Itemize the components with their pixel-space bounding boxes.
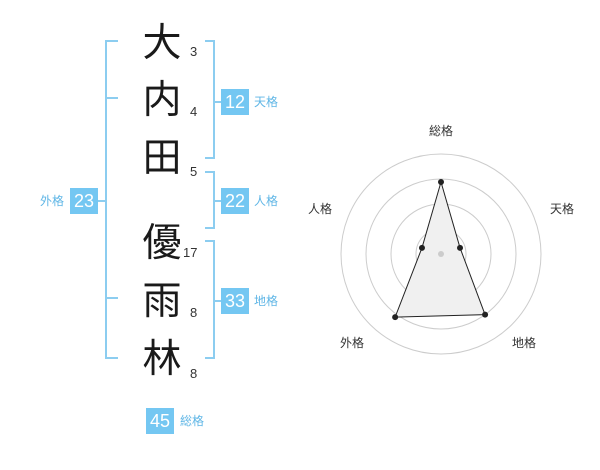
gaikaku-value: 23 (70, 188, 98, 214)
stroke-count-6: 8 (190, 366, 198, 381)
radar-point-1 (438, 179, 444, 185)
stroke-count-4: 17 (183, 245, 198, 260)
radar-points (392, 179, 489, 321)
tenkaku-value: 12 (221, 89, 249, 115)
jinkaku-label: 人格 (254, 194, 279, 208)
name-char-4: 優 (142, 221, 182, 266)
gaikaku-label: 外格 (40, 194, 65, 208)
name-char-2: 内 (142, 78, 182, 123)
radar-point-2 (457, 244, 464, 251)
stroke-count-5: 8 (190, 305, 198, 320)
name-char-6: 林 (142, 337, 182, 382)
radar-center-dot (438, 251, 444, 257)
soukaku-value: 45 (146, 408, 174, 434)
chikaku-bracket (205, 240, 215, 359)
radar-axis-label-1: 総格 (429, 123, 453, 138)
radar-ring-4 (340, 153, 542, 355)
stroke-count-1: 3 (190, 44, 198, 59)
chikaku-label: 地格 (254, 294, 279, 308)
radar-axis-label-3: 地格 (512, 335, 536, 350)
soukaku-label: 総格 (180, 414, 205, 428)
radar-polygon (394, 180, 486, 318)
name-char-1: 大 (142, 21, 182, 66)
name-char-5: 雨 (142, 279, 182, 324)
radar-axis-label-5: 人格 (308, 201, 332, 216)
name-char-3: 田 (142, 136, 182, 181)
jinkaku-value: 22 (221, 188, 249, 214)
gaikaku-bracket (105, 40, 118, 359)
radar-point-3 (482, 311, 489, 318)
tenkaku-label: 天格 (254, 95, 279, 109)
stroke-count-3: 5 (190, 164, 198, 179)
stroke-count-2: 4 (190, 104, 198, 119)
chikaku-value: 33 (221, 288, 249, 314)
radar-axis-label-2: 天格 (550, 201, 574, 216)
radar-axis-label-4: 外格 (340, 335, 364, 350)
tenkaku-bracket (205, 40, 215, 159)
radar-point-4 (392, 314, 399, 321)
radar-point-5 (418, 244, 425, 251)
